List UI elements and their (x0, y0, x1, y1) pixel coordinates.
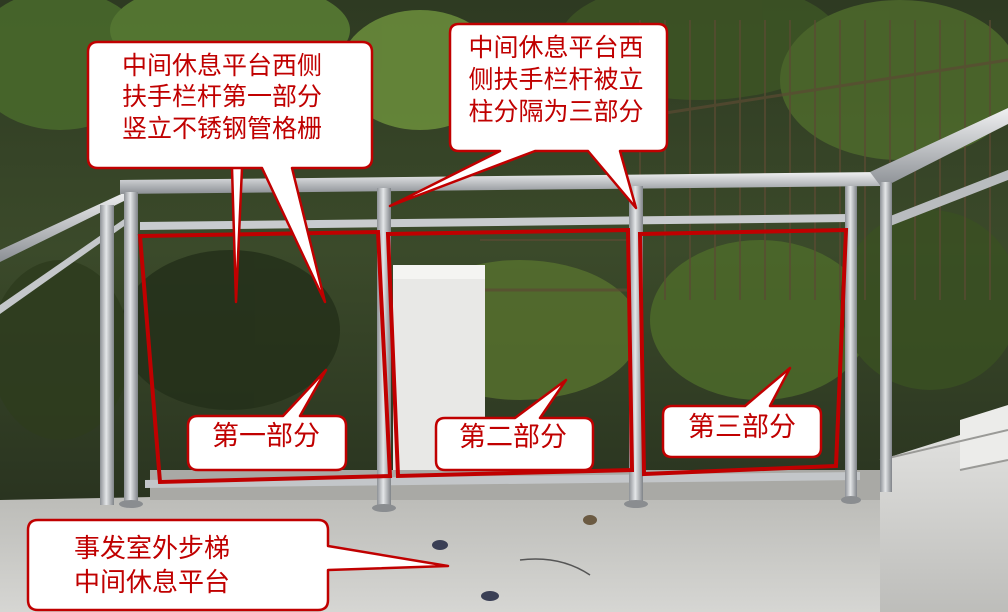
callout-line: 柱分隔为三部分 (468, 96, 644, 126)
highlight-box-part3 (637, 227, 849, 477)
callout-bubble-part1-desc (86, 40, 374, 304)
callout-bubble-landing (26, 518, 450, 612)
callout-text-part1-desc: 中间休息平台西侧 扶手栏杆第一部分 竖立不锈钢管格栅 (92, 50, 352, 144)
callout-bubbles (26, 22, 823, 612)
callout-line: 扶手栏杆第一部分 (121, 82, 322, 112)
callout-line: 事发室外步梯 (73, 534, 230, 564)
callout-text-part2: 第二部分 (459, 422, 567, 453)
callout-bubble-divided (388, 22, 669, 210)
callout-text-part3: 第三部分 (688, 412, 796, 443)
callout-line: 侧扶手栏杆被立 (468, 64, 644, 94)
highlight-box-part2 (385, 227, 635, 479)
left-railing (0, 190, 130, 560)
callout-line: 中间休息平台西 (468, 33, 644, 62)
callout-bubble-part1 (186, 368, 348, 472)
callout-bubble-part2 (434, 378, 595, 472)
callout-line: 中间休息平台西侧 (121, 51, 322, 80)
floor-details (432, 515, 597, 601)
callout-line: 竖立不锈钢管格栅 (121, 113, 322, 143)
stairs (879, 405, 1008, 612)
top-handrail (120, 172, 880, 194)
callout-text-landing: 事发室外步梯 中间休息平台 (32, 533, 272, 601)
callout-text-divided: 中间休息平台西 侧扶手栏杆被立 柱分隔为三部分 (456, 32, 656, 127)
callout-line: 中间休息平台 (73, 567, 230, 598)
callout-text-part1: 第一部分 (212, 421, 320, 452)
callout-bubble-part3 (661, 366, 823, 459)
